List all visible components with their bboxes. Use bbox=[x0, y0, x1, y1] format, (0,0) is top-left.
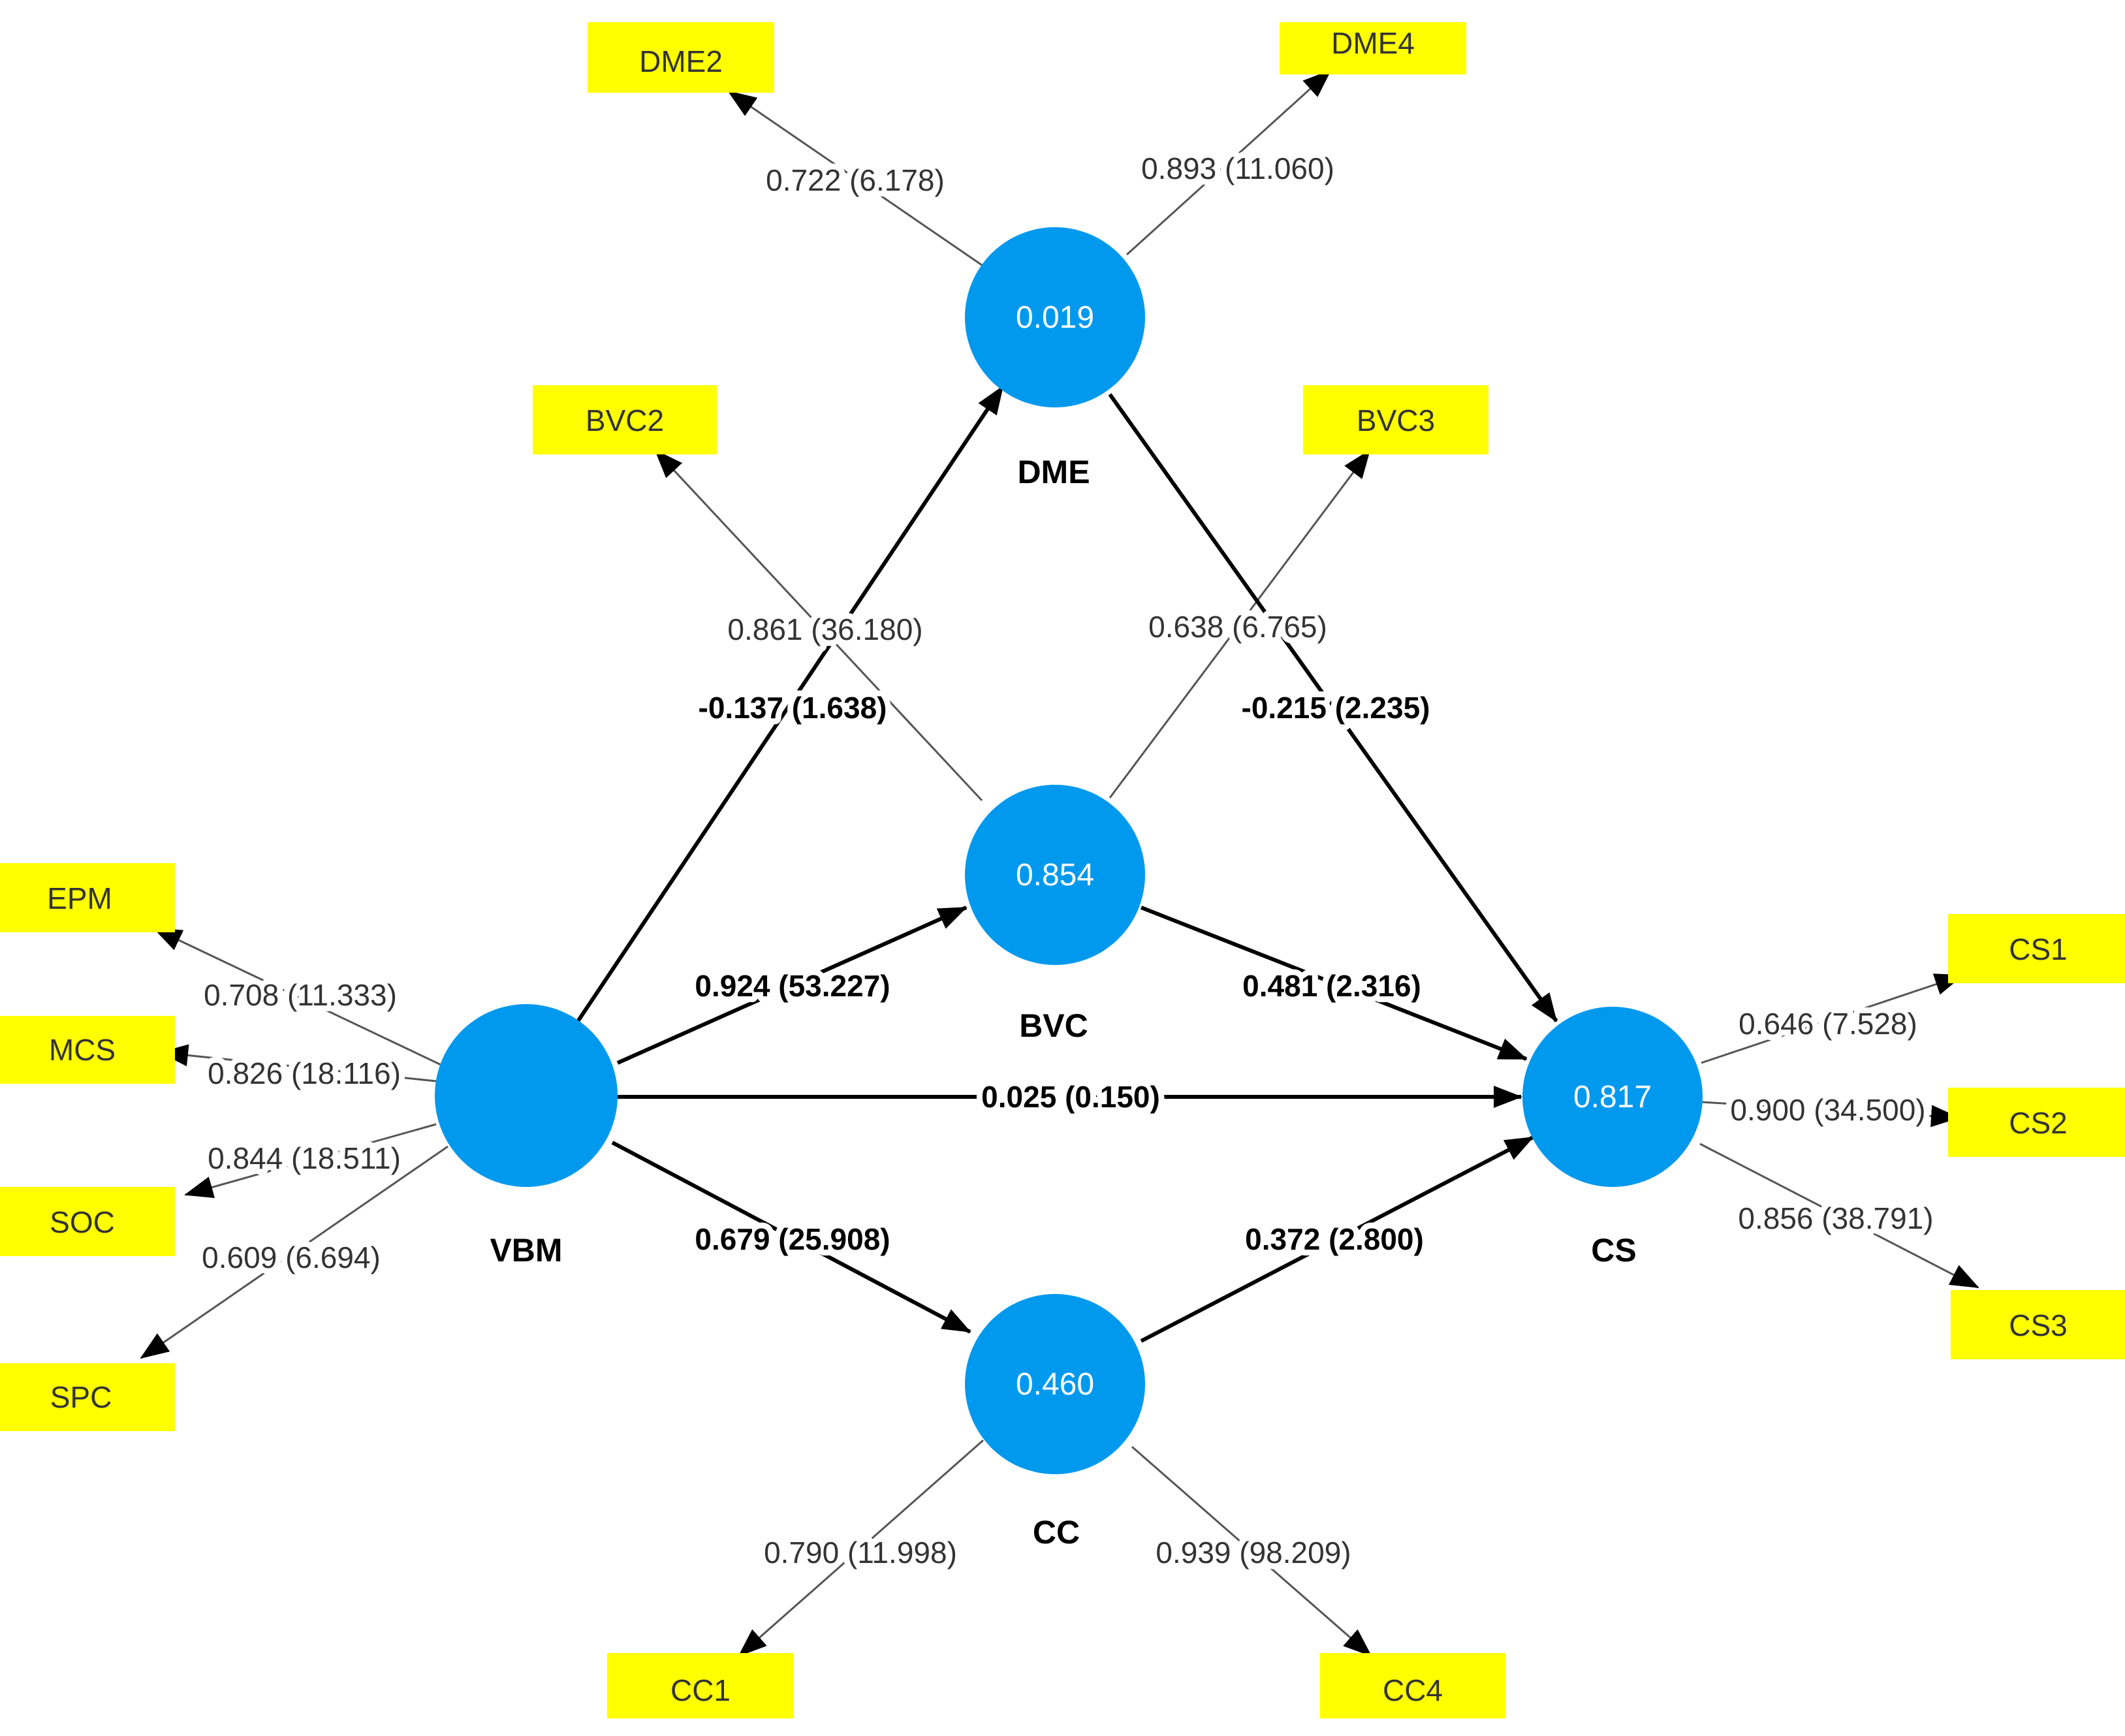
construct-name-cs: CS bbox=[1591, 1232, 1636, 1269]
indicator-bvc3: BVC3 bbox=[1303, 385, 1488, 454]
indicator-label-cc1: CC1 bbox=[670, 1673, 731, 1707]
loading-label-vbm-mcs: 0.826 (18.116) bbox=[208, 1056, 401, 1090]
loading-labels: 0.722 (6.178) 0.893 (11.060) 0.861 (36.1… bbox=[196, 146, 1939, 1575]
construct-value-cs: 0.817 bbox=[1573, 1080, 1652, 1114]
indicator-soc: SOC bbox=[0, 1187, 175, 1256]
construct-value-cc: 0.460 bbox=[1016, 1367, 1094, 1402]
construct-cs: 0.817 CS bbox=[1522, 1007, 1703, 1269]
edge-vbm-soc bbox=[184, 1123, 437, 1198]
edge-bvc-bvc3 bbox=[1109, 449, 1371, 798]
edge-dme-dme4 bbox=[1125, 69, 1332, 256]
loading-label-vbm-spc: 0.609 (6.694) bbox=[202, 1240, 381, 1274]
loading-label-dme-dme4: 0.893 (11.060) bbox=[1141, 151, 1334, 185]
edge-bvc-bvc2 bbox=[654, 449, 983, 802]
path-label-cc-cs: 0.372 (2.800) bbox=[1245, 1222, 1424, 1256]
loading-label-dme-dme2: 0.722 (6.178) bbox=[766, 163, 945, 197]
indicator-label-bvc2: BVC2 bbox=[586, 403, 664, 437]
indicator-cc4: CC4 bbox=[1320, 1653, 1505, 1718]
constructs: 0.019 DME 0.854 BVC VBM 0.817 CS 0.460 C… bbox=[435, 227, 1703, 1551]
path-label-vbm-bvc: 0.924 (53.227) bbox=[695, 969, 890, 1003]
construct-name-vbm: VBM bbox=[490, 1232, 562, 1269]
indicator-label-cc4: CC4 bbox=[1383, 1673, 1443, 1707]
loading-label-vbm-soc: 0.844 (18.511) bbox=[208, 1141, 401, 1175]
path-label-vbm-cc: 0.679 (25.908) bbox=[695, 1222, 890, 1256]
indicator-label-mcs: MCS bbox=[49, 1033, 116, 1067]
indicator-cs3: CS3 bbox=[1951, 1290, 2125, 1359]
edge-cs-cs2 bbox=[1701, 1101, 1960, 1128]
edge-vbm-spc bbox=[140, 1145, 449, 1359]
loading-label-cs-cs1: 0.646 (7.528) bbox=[1739, 1007, 1917, 1041]
loading-label-cs-cs3: 0.856 (38.791) bbox=[1738, 1201, 1933, 1235]
loading-edges bbox=[140, 69, 1979, 1657]
indicator-epm: EPM bbox=[0, 863, 175, 932]
construct-bvc: 0.854 BVC bbox=[965, 785, 1145, 1044]
edge-cc-cc1 bbox=[738, 1439, 984, 1657]
construct-name-bvc: BVC bbox=[1019, 1007, 1088, 1044]
indicator-label-cs1: CS1 bbox=[2009, 932, 2067, 966]
indicator-label-dme2: DME2 bbox=[639, 44, 723, 78]
construct-name-dme: DME bbox=[1017, 454, 1090, 490]
path-bvc-cs bbox=[1140, 906, 1528, 1061]
indicator-mcs: MCS bbox=[0, 1016, 175, 1084]
construct-value-dme: 0.019 bbox=[1016, 300, 1094, 335]
path-vbm-dme bbox=[575, 385, 1005, 1024]
loading-label-vbm-epm: 0.708 (11.333) bbox=[204, 978, 397, 1012]
path-vbm-bvc bbox=[616, 906, 968, 1065]
indicator-cc1: CC1 bbox=[607, 1653, 794, 1718]
path-labels: -0.137 (1.638) -0.215 (2.235) 0.924 (53.… bbox=[689, 685, 1436, 1262]
edge-vbm-mcs bbox=[159, 1044, 437, 1082]
indicator-label-epm: EPM bbox=[47, 881, 112, 915]
loading-label-cc-cc1: 0.790 (11.998) bbox=[764, 1536, 957, 1570]
structural-paths bbox=[575, 385, 1558, 1343]
loading-label-cs-cs2: 0.900 (34.500) bbox=[1730, 1093, 1925, 1127]
indicator-cs1: CS1 bbox=[1948, 914, 2125, 983]
path-cc-cs bbox=[1140, 1135, 1534, 1343]
path-label-bvc-cs: 0.481 (2.316) bbox=[1242, 969, 1421, 1003]
construct-cc: 0.460 CC bbox=[965, 1294, 1145, 1551]
indicator-dme2: DME2 bbox=[588, 22, 774, 93]
construct-vbm: VBM bbox=[435, 1004, 618, 1269]
indicator-label-cs2: CS2 bbox=[2009, 1106, 2067, 1140]
construct-name-cc: CC bbox=[1033, 1514, 1080, 1551]
indicator-label-cs3: CS3 bbox=[2009, 1308, 2067, 1342]
loading-label-bvc-bvc3: 0.638 (6.765) bbox=[1148, 610, 1327, 644]
indicator-label-bvc3: BVC3 bbox=[1357, 403, 1435, 437]
indicator-bvc2: BVC2 bbox=[533, 385, 717, 454]
indicator-label-soc: SOC bbox=[50, 1205, 115, 1239]
path-vbm-cc bbox=[611, 1141, 971, 1334]
indicator-label-dme4: DME4 bbox=[1331, 26, 1415, 60]
edge-cc-cc4 bbox=[1131, 1445, 1372, 1657]
indicator-dme4: DME4 bbox=[1280, 22, 1466, 74]
path-dme-cs bbox=[1108, 393, 1558, 1022]
construct-value-bvc: 0.854 bbox=[1016, 858, 1094, 892]
indicators: DME2 DME4 BVC2 BVC3 EPM MCS SOC SPC bbox=[0, 22, 2125, 1718]
indicator-cs2: CS2 bbox=[1948, 1088, 2125, 1157]
path-label-vbm-cs: 0.025 (0.150) bbox=[981, 1080, 1160, 1114]
path-label-dme-cs: -0.215 (2.235) bbox=[1242, 691, 1430, 725]
indicator-spc: SPC bbox=[0, 1363, 175, 1431]
edge-vbm-epm bbox=[153, 927, 449, 1069]
loading-label-cc-cc4: 0.939 (98.209) bbox=[1156, 1536, 1351, 1570]
loading-label-bvc-bvc2: 0.861 (36.180) bbox=[727, 612, 922, 646]
construct-dme: 0.019 DME bbox=[965, 227, 1145, 490]
edge-dme-dme2 bbox=[727, 90, 983, 266]
indicator-label-spc: SPC bbox=[50, 1380, 112, 1414]
edge-cs-cs3 bbox=[1699, 1143, 1979, 1289]
path-label-vbm-dme: -0.137 (1.638) bbox=[699, 691, 887, 725]
edge-cs-cs1 bbox=[1701, 973, 1964, 1064]
